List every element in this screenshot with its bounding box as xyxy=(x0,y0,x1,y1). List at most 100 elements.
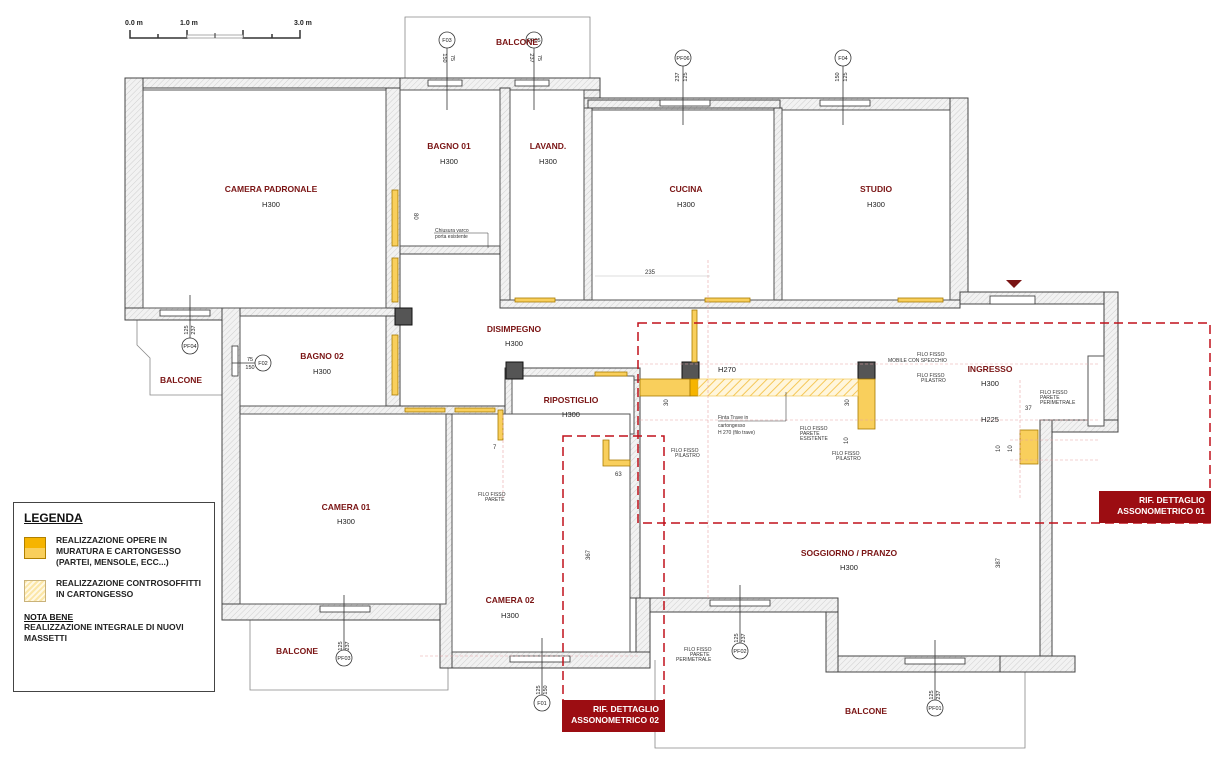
legend: LEGENDA REALIZZAZIONE OPERE IN MURATURA … xyxy=(13,502,215,692)
window-tag-f03[interactable]: F03 xyxy=(438,31,456,110)
window-id: PF06 xyxy=(676,56,689,62)
window-tag-pf03[interactable]: PF03 xyxy=(335,595,353,667)
annotation-filo-fisso: PERIMETRALE xyxy=(676,657,712,663)
window-tag-f02[interactable]: F02 xyxy=(232,354,272,372)
window-dim: 75 xyxy=(247,357,253,363)
window-tag-pf01[interactable]: PF01 xyxy=(926,640,944,717)
window-tag-f04[interactable]: F04 xyxy=(834,49,852,125)
annotation-filo-fisso: PARETE xyxy=(485,497,505,503)
window-dim: 237 xyxy=(675,72,681,81)
window-id: F03 xyxy=(442,38,451,44)
room-name: CAMERA 01 xyxy=(322,502,371,512)
legend-item-ceiling: REALIZZAZIONE CONTROSOFFITTI IN CARTONGE… xyxy=(24,578,204,602)
room-height: H300 xyxy=(981,379,999,388)
room-name: DISIMPEGNO xyxy=(487,324,542,334)
annotation-filo-fisso: FILO FISSO xyxy=(800,426,828,432)
annotation-filo-fisso: FILO FISSO xyxy=(1040,390,1068,396)
window-dim: 150 xyxy=(245,365,254,371)
nota-bene-text: REALIZZAZIONE INTEGRALE DI NUOVI MASSETT… xyxy=(24,622,184,643)
window-dim: 125 xyxy=(536,685,542,694)
window-tag-pf06[interactable]: PF06 xyxy=(674,49,692,125)
window-tags: F03 PF05 PF06 F04 PF04 F02 xyxy=(181,31,944,717)
window-dim: 75 xyxy=(536,55,542,61)
annotation-filo-fisso: MOBILE CON SPECCHIO xyxy=(888,358,947,364)
window-id: PF02 xyxy=(733,649,746,655)
room-height: H300 xyxy=(262,200,280,209)
room-height: H300 xyxy=(440,157,458,166)
annotations: 80 Chiusura varco porta esistente 235 H2… xyxy=(412,213,1076,663)
annotation-10: 10 xyxy=(996,445,1002,452)
room-labels: CAMERA PADRONALE H300 BAGNO 01 H300 LAVA… xyxy=(225,141,1013,620)
room-name: STUDIO xyxy=(860,184,893,194)
annotation-filo-fisso: PERIMETRALE xyxy=(1040,400,1076,406)
room-height: H300 xyxy=(867,200,885,209)
annotation-37: 37 xyxy=(1025,406,1032,412)
legend-item-masonry: REALIZZAZIONE OPERE IN MURATURA E CARTON… xyxy=(24,535,204,568)
annotation-30: 30 xyxy=(845,399,851,406)
annotation-filo-fisso: FILO FISSO xyxy=(917,373,945,379)
annotation-filo-fisso: FILO FISSO xyxy=(671,448,699,454)
room-height: H300 xyxy=(840,563,858,572)
reference-line: ASSONOMETRICO 01 xyxy=(1117,506,1205,516)
annotation-7: 7 xyxy=(493,445,497,451)
window-id: PF04 xyxy=(183,344,196,350)
window-tag-pf05[interactable]: PF05 xyxy=(525,31,543,110)
annotation-filo-fisso: PILASTRO xyxy=(921,378,946,384)
window-id: PF05 xyxy=(527,38,540,44)
annotation-chiusura: Chiusura varco xyxy=(435,228,469,234)
annotation-387: 387 xyxy=(996,557,1002,568)
legend-item-text: REALIZZAZIONE CONTROSOFFITTI IN CARTONGE… xyxy=(56,578,201,599)
balcony-label: BALCONE xyxy=(845,706,887,716)
room-name: CAMERA 02 xyxy=(486,595,535,605)
window-id: PF01 xyxy=(928,706,941,712)
annotation-filo-fisso: PARETE xyxy=(1040,395,1060,401)
annotation-filo-fisso: FILO FISSO xyxy=(684,647,712,653)
window-dim: 125 xyxy=(683,72,689,81)
detail-reference-02[interactable]: RIF. DETTAGLIO ASSONOMETRICO 02 xyxy=(562,700,665,732)
reference-line: RIF. DETTAGLIO xyxy=(1139,495,1205,505)
window-dim: 125 xyxy=(184,325,190,334)
annotation-finta-trave: H 270 (filo trave) xyxy=(718,430,755,436)
window-tag-f01[interactable]: F01 xyxy=(533,638,551,712)
scale-label-1: 1.0 m xyxy=(180,20,198,27)
annotation-filo-fisso: PILASTRO xyxy=(675,453,700,459)
room-height: H300 xyxy=(539,157,557,166)
room-name: CAMERA PADRONALE xyxy=(225,184,318,194)
annotation-63: 63 xyxy=(615,472,622,478)
window-dim: 237 xyxy=(345,641,351,650)
window-tag-pf04[interactable]: PF04 xyxy=(181,295,199,355)
window-dim: 237 xyxy=(936,690,942,699)
window-dim: 125 xyxy=(734,633,740,642)
room-height: H300 xyxy=(501,611,519,620)
balcony-label: BALCONE xyxy=(496,37,538,47)
annotation-30: 30 xyxy=(664,399,670,406)
window-dim: 75 xyxy=(449,55,455,61)
masonry-swatch-icon xyxy=(24,537,46,559)
window-tag-pf02[interactable]: PF02 xyxy=(731,585,749,660)
guide-lines xyxy=(420,260,1100,657)
room-height: H300 xyxy=(505,339,523,348)
room-name: INGRESSO xyxy=(968,364,1013,374)
window-dim: 237 xyxy=(528,53,534,62)
balcony-label: BALCONE xyxy=(160,375,202,385)
room-name: BAGNO 01 xyxy=(427,141,471,151)
window-dim: 150 xyxy=(835,72,841,81)
annotation-chiusura: porta esistente xyxy=(435,234,468,240)
pillars xyxy=(394,307,876,380)
annotation-filo-fisso: FILO FISSO xyxy=(832,451,860,457)
annotation-finta-trave: cartongesso xyxy=(718,423,745,429)
window-id: F01 xyxy=(537,701,546,707)
room-name: BAGNO 02 xyxy=(300,351,344,361)
window-dim: 150 xyxy=(543,685,549,694)
window-id: PF03 xyxy=(337,656,350,662)
nota-bene-title: NOTA BENE xyxy=(24,612,74,622)
window-dim: 237 xyxy=(741,633,747,642)
room-height: H300 xyxy=(313,367,331,376)
window-dim: 237 xyxy=(191,325,197,334)
annotation-235: 235 xyxy=(645,270,656,276)
room-name: RIPOSTIGLIO xyxy=(544,395,599,405)
window-dim: 125 xyxy=(929,690,935,699)
annotation-10: 10 xyxy=(1008,445,1014,452)
detail-reference-01[interactable]: RIF. DETTAGLIO ASSONOMETRICO 01 xyxy=(1099,491,1211,523)
ceiling-hatch-swatch-icon xyxy=(24,580,46,602)
